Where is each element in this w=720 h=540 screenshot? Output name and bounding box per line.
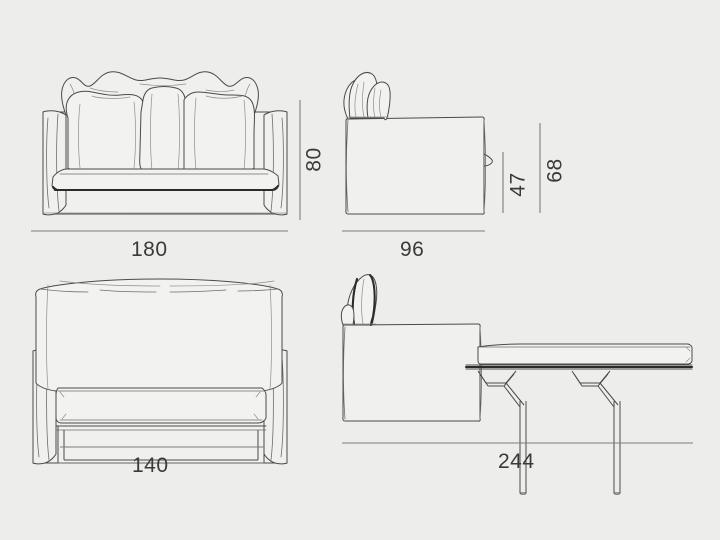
view-side-closed: 96 47 68 bbox=[320, 0, 720, 260]
dim-label-bed-depth-244: 244 bbox=[498, 450, 535, 473]
view-front-closed: 80 180 bbox=[0, 0, 326, 260]
dim-label-bed-width-140: 140 bbox=[132, 454, 169, 477]
view-side-open: 244 bbox=[320, 255, 720, 540]
dim-label-back-68: 68 bbox=[543, 158, 567, 183]
dim-label-depth-96: 96 bbox=[400, 238, 425, 261]
view-front-open: 140 bbox=[0, 255, 320, 540]
dim-label-seat-47: 47 bbox=[506, 172, 530, 197]
dim-label-width-180: 180 bbox=[131, 238, 168, 261]
